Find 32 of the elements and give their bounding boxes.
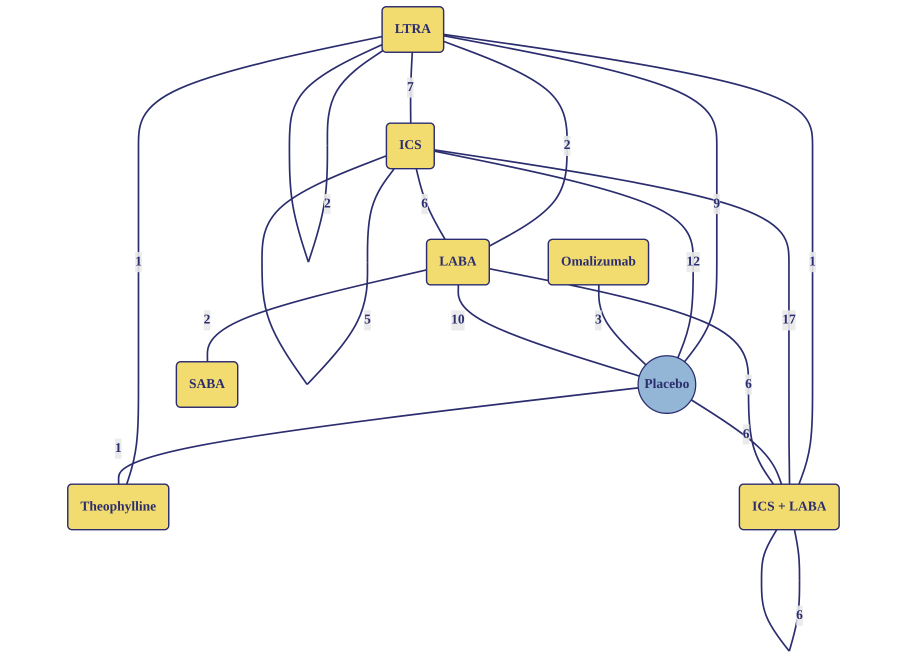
edge-label: 6	[744, 376, 752, 392]
edge-label: 5	[364, 312, 370, 328]
connector	[434, 149, 790, 485]
connector	[409, 52, 413, 124]
connector	[434, 150, 694, 358]
node-circle: Placebo	[637, 355, 696, 414]
connector	[597, 285, 646, 366]
edge-label: 2	[324, 196, 330, 211]
edge-label: 12	[686, 254, 700, 269]
edge-label: 9	[713, 196, 720, 211]
connector	[415, 168, 446, 240]
edge-label: 17	[782, 312, 796, 328]
edge-label: 2	[203, 312, 210, 328]
connector	[443, 34, 813, 485]
edge-label: 1	[114, 441, 122, 456]
edge-label: 6	[420, 196, 428, 211]
edge-label: 1	[134, 254, 142, 269]
connector	[443, 40, 568, 247]
connector	[489, 268, 774, 486]
edge-label: 6	[796, 608, 802, 622]
connector	[125, 36, 382, 485]
connector	[760, 530, 800, 652]
edge-label: 1	[808, 254, 816, 269]
connector	[117, 387, 638, 485]
edge-label: 6	[742, 426, 750, 442]
connector	[690, 399, 782, 485]
edge-label: 2	[563, 138, 570, 153]
edge-label: 10	[450, 312, 464, 328]
connector	[457, 285, 640, 377]
edge-label: 3	[594, 312, 602, 328]
edge-label: 7	[406, 80, 414, 94]
connector	[443, 34, 718, 362]
